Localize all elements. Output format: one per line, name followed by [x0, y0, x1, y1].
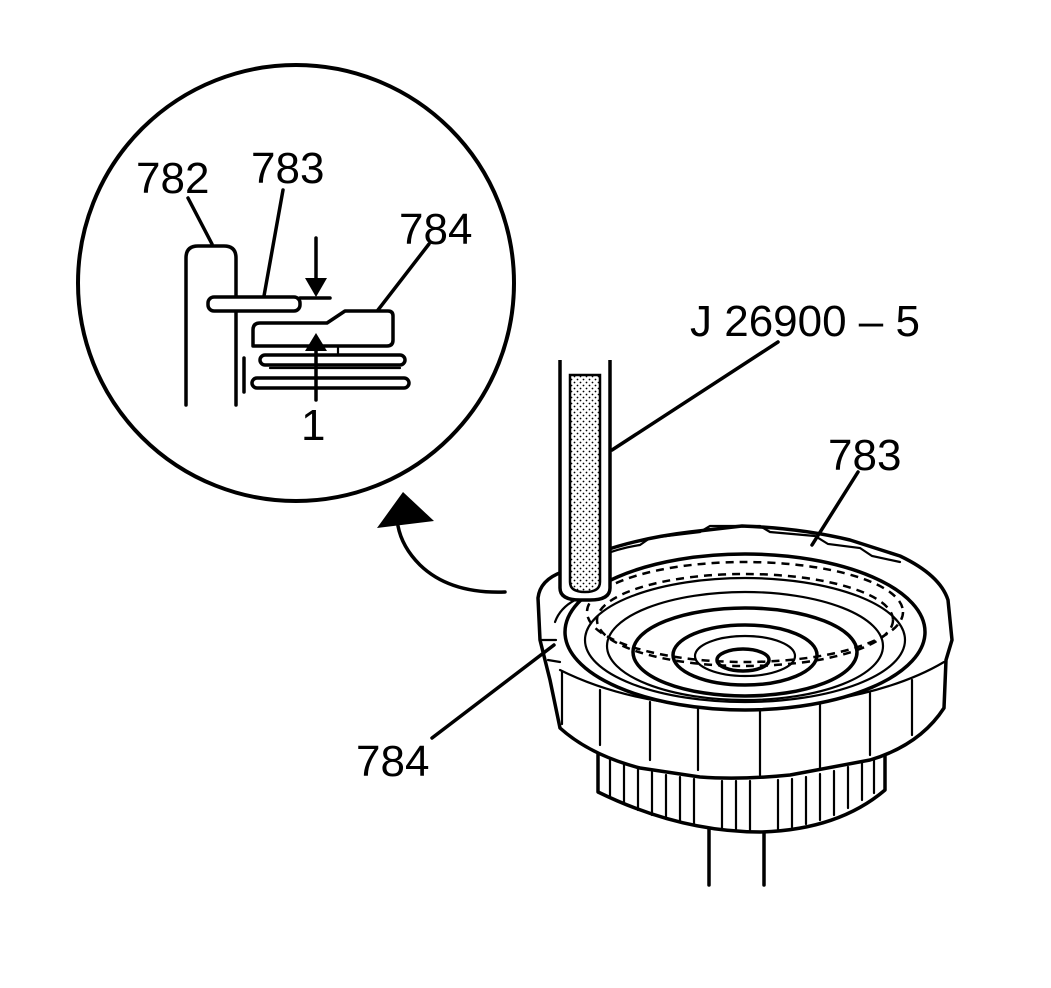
label-784: 784 [399, 205, 472, 254]
label-main-783: 783 [828, 431, 901, 480]
leader-main-784 [430, 643, 556, 740]
plate-2 [250, 376, 411, 390]
leader-782 [186, 196, 214, 246]
leader-tool [610, 340, 780, 452]
plate-1 [258, 353, 407, 367]
clutch-assembly [536, 524, 954, 887]
leader-main-783 [810, 470, 860, 547]
part-782-shape [184, 244, 238, 407]
label-783: 783 [251, 144, 324, 193]
part-784-shape [251, 309, 395, 348]
label-tool-j-26900-5: J 26900 – 5 [690, 297, 920, 346]
detail-view: 782 783 784 1 [76, 63, 516, 503]
part-783-shape [206, 295, 302, 313]
label-dimension-1: 1 [301, 401, 325, 450]
label-782: 782 [136, 154, 209, 203]
detail-callout-arrow [377, 492, 507, 594]
detail-circle [76, 63, 516, 503]
tool-j-26900-5 [558, 360, 612, 602]
leader-784 [376, 242, 431, 312]
leader-783 [262, 188, 285, 298]
label-main-784: 784 [356, 737, 429, 786]
